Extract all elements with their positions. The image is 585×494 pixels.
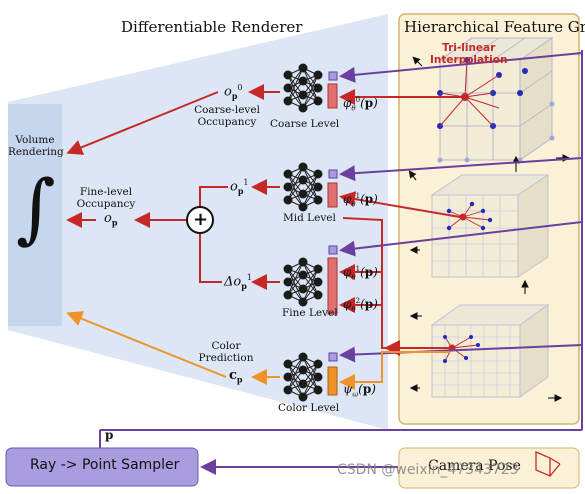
mlp-group bbox=[283, 63, 323, 402]
coarse-occ-line2: Occupancy bbox=[197, 116, 257, 128]
o-p0-label: op0 bbox=[224, 83, 243, 101]
fine-level-label: Fine Level bbox=[282, 307, 338, 319]
ray-sampler-box bbox=[5, 447, 199, 487]
volume-rendering-label: Volume Rendering bbox=[8, 134, 64, 158]
renderer-title: Differentiable Renderer bbox=[121, 18, 303, 36]
color-pred-line1: Color bbox=[211, 340, 241, 352]
color-level-label: Color Level bbox=[278, 402, 340, 414]
phi1b-label: φθ1(p) bbox=[343, 265, 378, 282]
mid-mlp-icon bbox=[283, 162, 323, 212]
phi2-label: φθ2(p) bbox=[343, 297, 378, 314]
o-p1-label: op1 bbox=[230, 178, 249, 196]
coarse-occ-line1: Coarse-level bbox=[194, 104, 260, 116]
color-feature-bar bbox=[327, 366, 338, 396]
mid-feature-bar bbox=[327, 182, 338, 208]
coarse-grid-cube bbox=[437, 37, 555, 163]
coarse-feature-bar bbox=[327, 83, 338, 109]
mid-pos-box bbox=[328, 169, 338, 179]
grid-title: Hierarchical Feature Grid bbox=[404, 18, 585, 36]
color-pred-line2: Prediction bbox=[198, 352, 254, 364]
coarse-occupancy-label: Coarse-level Occupancy bbox=[194, 104, 260, 128]
volume-label-line2: Rendering bbox=[8, 146, 64, 158]
o-p-label: op bbox=[104, 211, 118, 228]
watermark: CSDN @weixin_47343723 bbox=[337, 462, 519, 478]
color-prediction-label: Color Prediction bbox=[198, 340, 254, 364]
p-input-label: p bbox=[105, 428, 114, 442]
camera-pose-label: Camera Pose bbox=[428, 458, 521, 474]
plus-symbol: + bbox=[193, 209, 209, 230]
ray-sampler-label: Ray -> Point Sampler bbox=[30, 457, 180, 473]
plus-node bbox=[186, 206, 214, 234]
fine-occ-line1: Fine-level bbox=[79, 186, 133, 198]
volume-label-line1: Volume bbox=[15, 134, 55, 146]
color-mlp-icon bbox=[283, 352, 323, 402]
mid-level-label: Mid Level bbox=[283, 212, 336, 224]
phi1a-label: φθ1(p) bbox=[343, 192, 378, 209]
fine-occ-line2: Occupancy bbox=[76, 198, 136, 210]
fine-mlp-icon bbox=[283, 257, 323, 307]
interp-label-line2: Interpolation bbox=[430, 54, 508, 66]
fine-grid-cube bbox=[430, 304, 550, 398]
volume-rendering-panel bbox=[8, 104, 62, 326]
color-pos-box bbox=[328, 352, 338, 362]
camera-icon bbox=[535, 451, 561, 477]
camera-pose-box bbox=[398, 447, 580, 489]
interp-label: Tri-linear Interpolation bbox=[430, 42, 507, 66]
fine-feature-bar bbox=[327, 257, 338, 315]
c-p-label: cp bbox=[229, 368, 243, 385]
psi-label: ψω(p) bbox=[343, 382, 376, 399]
fine-pos-box bbox=[328, 245, 338, 255]
coarse-mlp-icon bbox=[283, 63, 323, 113]
coarse-pos-box bbox=[328, 71, 338, 81]
fine-occupancy-label: Fine-level Occupancy bbox=[72, 186, 140, 210]
coarse-level-label: Coarse Level bbox=[270, 118, 340, 130]
mid-grid-cube bbox=[430, 174, 550, 278]
integral-symbol: ∫ bbox=[16, 163, 56, 252]
phi0-label: φθ0(p) bbox=[343, 96, 378, 113]
interp-label-line1: Tri-linear bbox=[442, 42, 496, 54]
delta-o-p1-label: Δop1 bbox=[224, 273, 252, 291]
